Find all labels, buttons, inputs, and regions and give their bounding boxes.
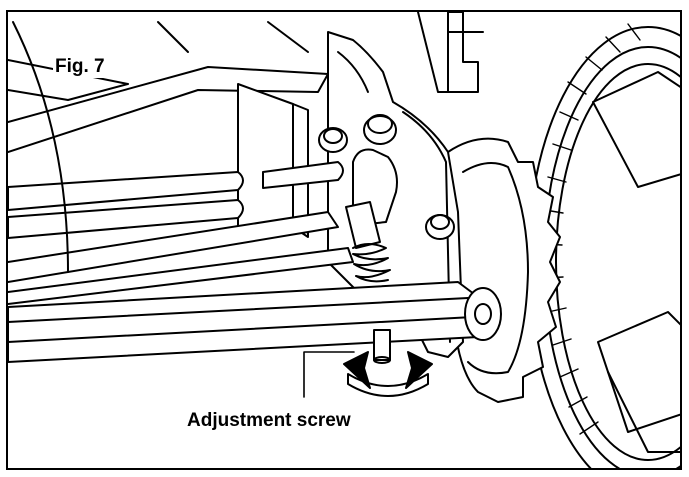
drive-wheel: [527, 23, 680, 468]
callout-leader: [303, 351, 355, 398]
bolt-left: [318, 127, 348, 153]
bolt-upper: [363, 114, 397, 145]
reel-blades: [8, 21, 354, 305]
rotation-arrow-icon: [343, 351, 433, 397]
bolt-lower: [425, 214, 455, 240]
front-roller: [8, 281, 502, 363]
figure-frame: Fig. 7 Adjustment screw: [6, 10, 682, 470]
callout-label-adjustment-screw: Adjustment screw: [185, 410, 353, 432]
mower-reel-illustration: [8, 12, 680, 468]
figure-number: Fig. 7: [53, 56, 111, 78]
adjustment-screw: [373, 329, 391, 364]
adjustment-spring: [352, 243, 391, 283]
